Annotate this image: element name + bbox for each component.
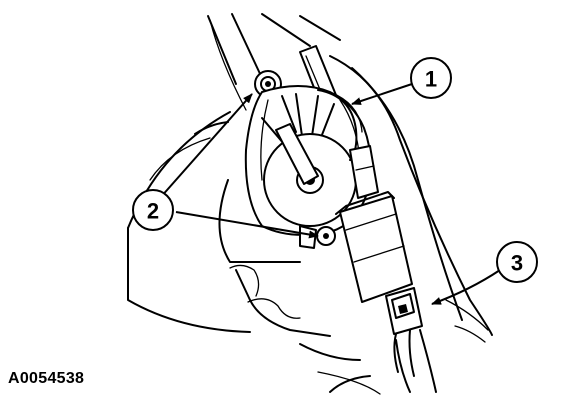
callout-leaders bbox=[159, 83, 501, 305]
callout-2-label: 2 bbox=[147, 199, 159, 224]
wiper-motor-gearbox bbox=[244, 85, 372, 236]
callout-3: 3 bbox=[496, 241, 538, 283]
callout-3-circle bbox=[496, 241, 538, 283]
figure-id: A0054538 bbox=[8, 370, 85, 387]
callout-3-label: 3 bbox=[511, 251, 523, 276]
callout-2: 2 bbox=[132, 189, 174, 231]
vehicle-body-structure bbox=[127, 13, 493, 395]
callout-1-circle bbox=[410, 57, 452, 99]
callout-1-label: 1 bbox=[425, 67, 437, 92]
callout-2-circle bbox=[132, 189, 174, 231]
electrical-connector bbox=[385, 287, 423, 377]
callout-1: 1 bbox=[410, 57, 452, 99]
wiper-motor-body bbox=[335, 145, 413, 303]
